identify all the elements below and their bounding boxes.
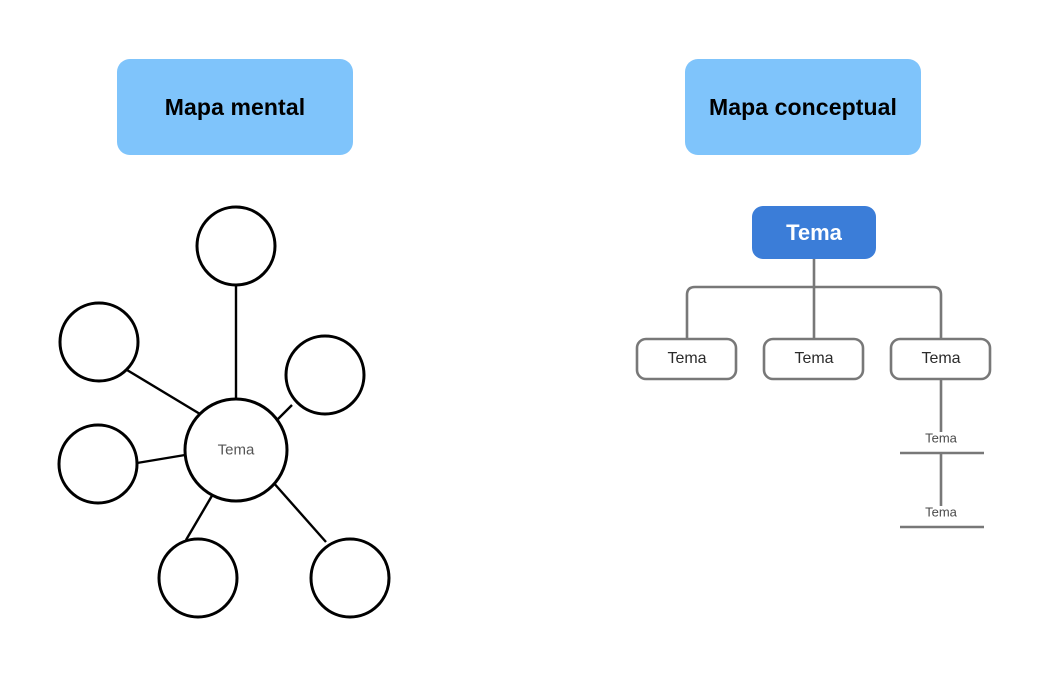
concept-map-root-box[interactable] (752, 206, 876, 259)
concept-map-child-box-2[interactable] (762, 337, 865, 381)
concept-map-child-label-2: Tema (794, 350, 834, 367)
mind-map-node-lower-right[interactable] (309, 537, 391, 619)
concept-map-root-label: Tema (786, 220, 842, 245)
concept-map-leaf-label-1: Tema (925, 430, 957, 446)
concept-map-child-box-1[interactable] (635, 337, 738, 381)
concept-map-connectors (685, 259, 943, 506)
mind-map-node-top[interactable] (195, 205, 277, 287)
connector-lower-right (271, 480, 327, 543)
concept-map-child-label-3: Tema (921, 350, 961, 367)
concept-map-child-boxes (635, 337, 992, 381)
concept-map-header-label: Mapa conceptual (708, 93, 898, 120)
concept-map-header-pill: Mapa conceptual (685, 59, 921, 155)
mind-map-satellite-nodes (57, 205, 391, 619)
mind-map-header-pill: Mapa mental (117, 59, 353, 155)
connector-lower-left (184, 493, 215, 541)
mind-map-header-label: Mapa mental (164, 93, 306, 120)
connector-left (136, 453, 186, 465)
mind-map-node-upper-left[interactable] (58, 301, 140, 383)
mind-map-node-lower-left[interactable] (157, 537, 239, 619)
mind-map-center-label: Tema (217, 441, 255, 459)
concept-map-child-label-1: Tema (667, 350, 707, 367)
mind-map-node-left[interactable] (57, 423, 139, 505)
mind-map-center-node[interactable] (183, 397, 289, 503)
concept-map-child-box-3[interactable] (889, 337, 992, 381)
connector-child-bus (685, 285, 943, 339)
concept-map-leaf-label-2: Tema (925, 504, 957, 520)
mind-map-node-right[interactable] (284, 334, 366, 416)
connector-upper-left (126, 368, 201, 416)
